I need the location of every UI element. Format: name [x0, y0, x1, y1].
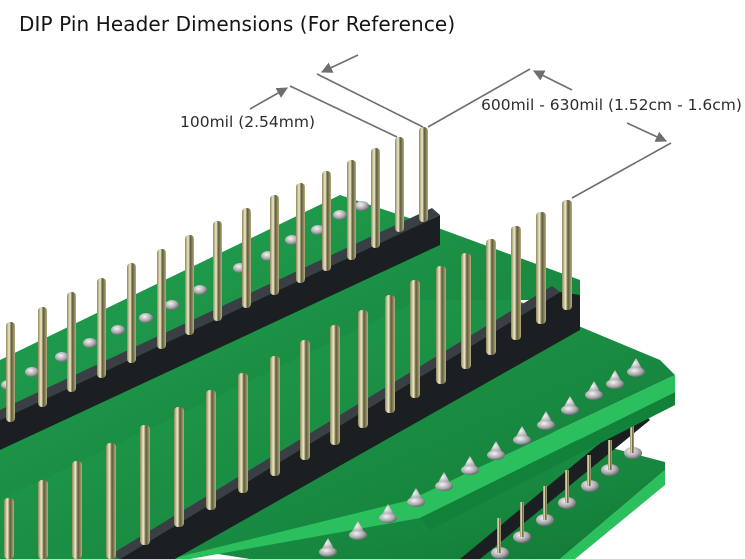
- dimension-lines: [249, 54, 672, 199]
- header-pins-front-row: [4, 200, 572, 559]
- row-width-dimension-label: 600mil - 630mil (1.52cm - 1.6cm): [481, 96, 742, 114]
- pitch-extension-line-2: [316, 73, 424, 128]
- solder-joints-row: [319, 358, 645, 557]
- pitch-arrow-left: [249, 87, 288, 110]
- width-arrow-top: [532, 70, 573, 91]
- width-arrow-bottom: [626, 122, 668, 142]
- pitch-extension-line-1: [289, 85, 398, 138]
- back-row-solder-pads: [1, 201, 369, 390]
- header-pins-back-row: [6, 127, 428, 422]
- lower-board-pins: [460, 410, 650, 559]
- width-extension-line-2: [571, 142, 672, 199]
- diagram-title: DIP Pin Header Dimensions (For Reference…: [19, 12, 456, 36]
- top-pcb-board: [0, 195, 580, 500]
- pitch-arrow-right: [320, 54, 359, 73]
- pitch-dimension-label: 100mil (2.54mm): [180, 113, 316, 131]
- width-extension-line-1: [427, 68, 531, 128]
